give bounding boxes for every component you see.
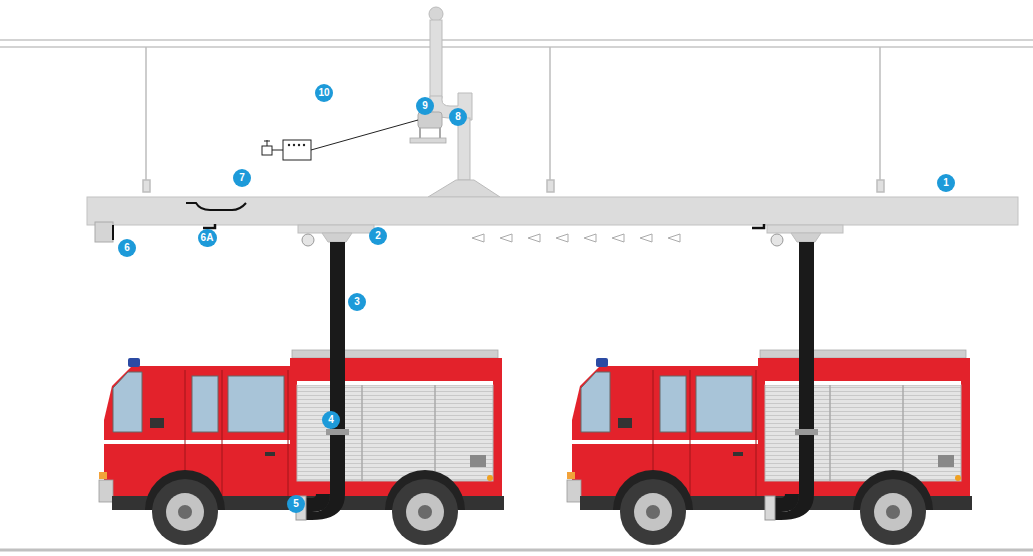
exhaust-hose: [765, 225, 843, 520]
exhaust-hose: [296, 225, 374, 520]
callout-number: 6A: [198, 229, 217, 247]
callout-number: 1: [937, 174, 955, 192]
callout-number: 9: [416, 97, 434, 115]
callout-number: 8: [449, 108, 467, 126]
callout-number: 3: [348, 293, 366, 311]
callout-number: 4: [322, 411, 340, 429]
callout-number: 5: [287, 495, 305, 513]
callout-number: 7: [233, 169, 251, 187]
callout-number: 10: [315, 84, 333, 102]
callout-number: 6: [118, 239, 136, 257]
callout-number: 2: [369, 227, 387, 245]
